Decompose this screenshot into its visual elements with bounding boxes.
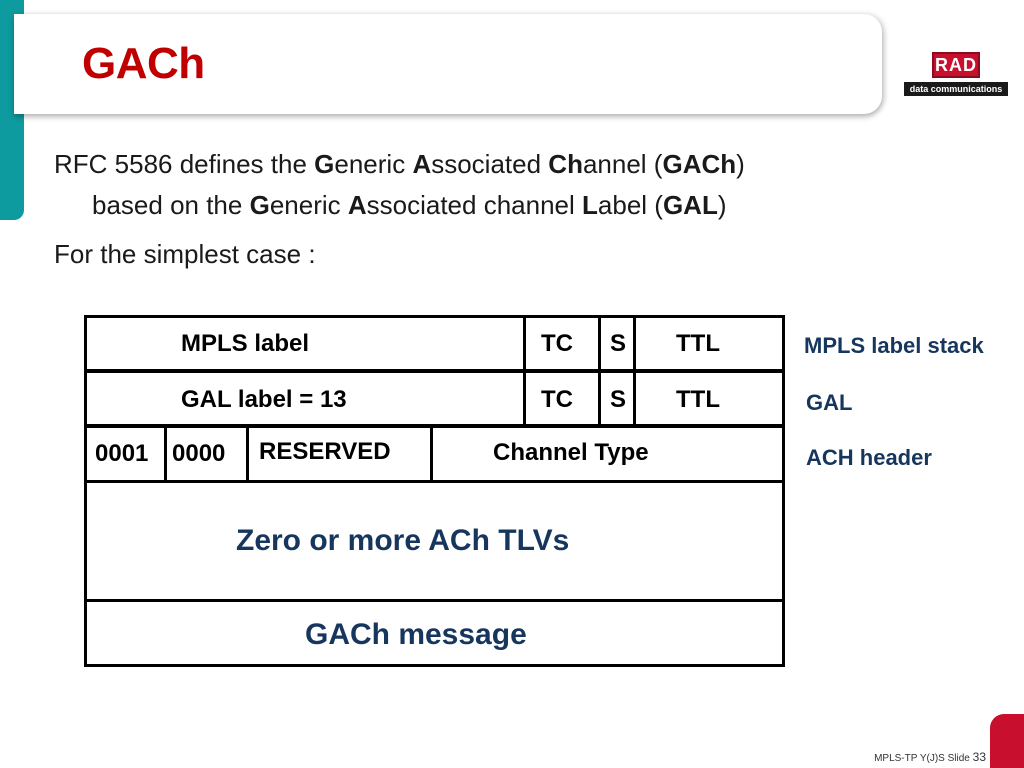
slide-title: GACh (82, 39, 205, 88)
mpls-label-field: MPLS label (84, 315, 526, 372)
label-gal: GAL (806, 390, 853, 415)
label-ach-header: ACH header (806, 445, 932, 470)
body-line2-segment-1: G (249, 190, 270, 220)
body-line-1: RFC 5586 defines the Generic Associated … (54, 144, 745, 185)
mpls-tc-field: TC (523, 315, 601, 372)
gal-label-field: GAL label = 13 (84, 370, 526, 427)
body-line2-segment-3: A (347, 190, 367, 220)
ach-nibble-2-field: 0000 (164, 425, 249, 483)
gach-message-field: GACh message (84, 599, 785, 667)
gal-ttl-text: TTL (676, 386, 720, 413)
body-line1-segment-4: ssociated (431, 149, 549, 179)
body-line1-segment-7: GACh (662, 149, 737, 179)
body-line1-segment-6: annel ( (582, 149, 663, 179)
body-line2-segment-8: ) (717, 190, 727, 220)
body-line1-segment-2: eneric (334, 149, 413, 179)
body-line-3: For the simplest case : (54, 239, 316, 269)
gal-s-field: S (598, 370, 636, 427)
ach-nibble-1-text: 0001 (95, 440, 149, 467)
body-line1-segment-5: Ch (548, 149, 583, 179)
mpls-ttl-field: TTL (633, 315, 785, 372)
body-line-2: based on the Generic Associated channel … (54, 185, 745, 226)
body-line1-segment-0: RFC 5586 defines the (54, 149, 315, 179)
mpls-s-text: S (610, 330, 627, 357)
gal-tc-text: TC (541, 386, 573, 413)
ach-channel-type-text: Channel Type (493, 439, 649, 466)
mpls-label-text: MPLS label (181, 330, 310, 357)
body-line2-segment-6: abel ( (597, 190, 663, 220)
logo-brand: RAD (932, 52, 980, 78)
mpls-tc-text: TC (541, 330, 573, 357)
ach-tlvs-field: Zero or more ACh TLVs (84, 480, 785, 602)
gach-packet-diagram: MPLS label TC S TTL GAL label = 13 TC S … (84, 315, 788, 668)
body-line2-segment-4: ssociated channel (366, 190, 583, 220)
body-line2-segment-2: eneric (269, 190, 348, 220)
body-text: RFC 5586 defines the Generic Associated … (54, 144, 745, 275)
gal-tc-field: TC (523, 370, 601, 427)
gal-s-text: S (610, 386, 627, 413)
logo-tagline: data communications (904, 82, 1008, 96)
corner-accent (990, 714, 1024, 768)
ach-reserved-text: RESERVED (259, 438, 391, 465)
ach-nibble-2-text: 0000 (172, 440, 226, 467)
mpls-ttl-text: TTL (676, 330, 720, 357)
body-line2-segment-0: based on the (92, 190, 250, 220)
title-bar (14, 14, 882, 114)
ach-channel-type-field: Channel Type (430, 425, 785, 483)
label-mpls-label-stack: MPLS label stack (804, 333, 984, 358)
slide-number: 33 (972, 750, 986, 764)
slide-footer: MPLS-TP Y(J)S Slide 33 (874, 750, 986, 764)
body-line1-segment-3: A (412, 149, 432, 179)
gal-label-text: GAL label = 13 (181, 386, 347, 413)
footer-text: MPLS-TP Y(J)S Slide (874, 753, 970, 764)
body-line2-segment-7: GAL (662, 190, 718, 220)
body-line1-segment-1: G (314, 149, 335, 179)
ach-nibble-1-field: 0001 (84, 425, 167, 483)
ach-tlvs-text: Zero or more ACh TLVs (236, 524, 570, 557)
body-line1-segment-8: ) (736, 149, 745, 179)
gal-ttl-field: TTL (633, 370, 785, 427)
ach-reserved-field: RESERVED (246, 425, 433, 483)
gach-message-text: GACh message (305, 618, 527, 651)
body-line2-segment-5: L (582, 190, 598, 220)
mpls-s-field: S (598, 315, 636, 372)
